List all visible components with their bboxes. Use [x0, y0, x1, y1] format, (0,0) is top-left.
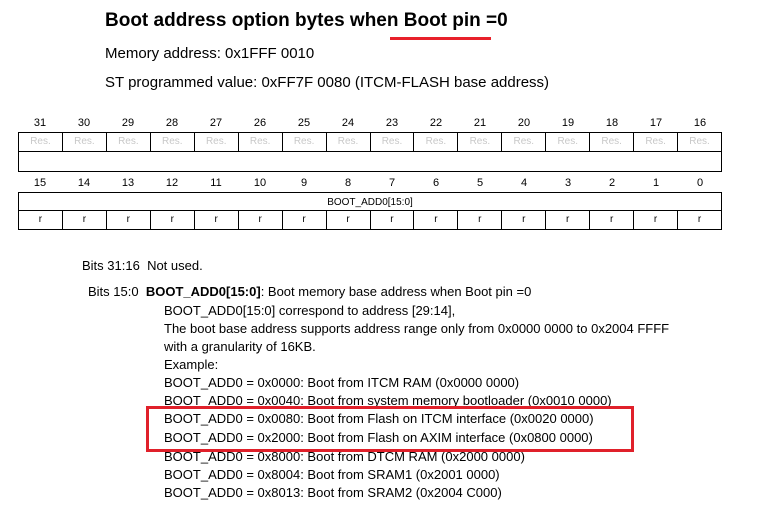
access-cell: r — [634, 211, 679, 229]
access-row: r r r r r r r r r r r r r r r r — [18, 211, 722, 230]
bit-number: 29 — [121, 117, 135, 129]
reserved-cell: Res. — [590, 133, 635, 151]
bit-number: 5 — [476, 177, 484, 189]
reserved-cell: Res. — [689, 136, 710, 147]
section-title: Boot address option bytes when Boot pin … — [105, 10, 508, 31]
memory-address: Memory address: 0x1FFF 0010 — [105, 45, 315, 62]
bit-number: 3 — [564, 177, 572, 189]
example-line: BOOT_ADD0 = 0x8004: Boot from SRAM1 (0x2… — [164, 467, 500, 482]
bits-label: Bits 15:0 — [88, 284, 139, 299]
bit-number: 20 — [517, 117, 531, 129]
bit-number: 12 — [165, 177, 179, 189]
bit-number: 9 — [300, 177, 308, 189]
register-table-lower: 15 14 13 12 11 10 9 8 7 6 5 4 3 2 1 0 BO… — [18, 174, 722, 230]
reserved-cell: Res. — [19, 133, 63, 151]
bit-number: 6 — [432, 177, 440, 189]
bits-15-0-description: Bits 15:0 BOOT_ADD0[15:0]: Boot memory b… — [88, 284, 531, 299]
bit-number: 7 — [388, 177, 396, 189]
example-line: BOOT_ADD0 = 0x8013: Boot from SRAM2 (0x2… — [164, 485, 502, 500]
access-cell: r — [414, 211, 459, 229]
bit-number: 13 — [121, 177, 135, 189]
field-name-bold: BOOT_ADD0[15:0] — [145, 284, 261, 299]
bit-number: 24 — [341, 117, 355, 129]
desc-line: Example: — [164, 357, 219, 372]
bit-number: 17 — [649, 117, 663, 129]
bit-number: 25 — [297, 117, 311, 129]
reserved-cell: Res. — [458, 133, 503, 151]
access-cell: r — [458, 211, 503, 229]
red-underline-annotation — [390, 37, 491, 40]
example-line: BOOT_ADD0 = 0x0000: Boot from ITCM RAM (… — [164, 375, 520, 390]
reserved-cell: Res. — [327, 133, 371, 151]
access-cell: r — [283, 211, 327, 229]
bits-text: Not used. — [147, 258, 203, 273]
reserved-cell: Res. — [502, 133, 547, 151]
example-line-highlighted: BOOT_ADD0 = 0x0080: Boot from Flash on I… — [164, 411, 594, 426]
access-cell: r — [590, 211, 635, 229]
example-line-highlighted: BOOT_ADD0 = 0x2000: Boot from Flash on A… — [164, 430, 593, 445]
access-cell: r — [502, 211, 547, 229]
reserved-cell: Res. — [239, 133, 283, 151]
upper-access-row — [18, 152, 722, 172]
bit-number: 23 — [385, 117, 399, 129]
bit-number: 30 — [77, 117, 91, 129]
field-row: BOOT_ADD0[15:0] — [18, 192, 722, 211]
bit-number: 22 — [429, 117, 443, 129]
access-cell: r — [697, 214, 702, 225]
reserved-cell: Res. — [546, 133, 591, 151]
access-cell: r — [327, 211, 371, 229]
access-cell: r — [63, 211, 107, 229]
reserved-row: Res. Res. Res. Res. Res. Res. Res. Res. … — [18, 132, 722, 152]
bit-number: 14 — [77, 177, 91, 189]
bit-number: 21 — [473, 117, 487, 129]
bit-number: 28 — [165, 117, 179, 129]
example-line: BOOT_ADD0 = 0x8000: Boot from DTCM RAM (… — [164, 449, 525, 464]
reserved-cell: Res. — [195, 133, 239, 151]
reserved-cell: Res. — [151, 133, 195, 151]
bit-number: 15 — [33, 177, 47, 189]
reserved-cell: Res. — [371, 133, 415, 151]
access-cell: r — [151, 211, 195, 229]
bits-31-16-description: Bits 31:16 Not used. — [82, 258, 203, 273]
reserved-cell: Res. — [414, 133, 459, 151]
bit-number: 19 — [561, 117, 575, 129]
reserved-cell: Res. — [283, 133, 327, 151]
bits-text: : Boot memory base address when Boot pin… — [260, 284, 532, 299]
bit-number: 2 — [608, 177, 616, 189]
reserved-cell: Res. — [107, 133, 151, 151]
bit-number: 18 — [605, 117, 619, 129]
access-cell: r — [546, 211, 591, 229]
desc-line: BOOT_ADD0[15:0] correspond to address [2… — [164, 303, 456, 318]
example-line: BOOT_ADD0 = 0x0040: Boot from system mem… — [164, 393, 612, 408]
register-table-upper: 31 30 29 28 27 26 25 24 23 22 21 20 19 1… — [18, 114, 722, 172]
bit-number: 27 — [209, 117, 223, 129]
bits-label: Bits 31:16 — [82, 258, 140, 273]
upper-bit-numbers: 31 30 29 28 27 26 25 24 23 22 21 20 19 1… — [18, 114, 722, 132]
bit-number: 31 — [33, 117, 47, 129]
access-cell: r — [107, 211, 151, 229]
red-highlight-box-annotation — [146, 406, 634, 452]
bit-number: 11 — [210, 177, 222, 189]
access-cell: r — [19, 211, 63, 229]
desc-line: The boot base address supports address r… — [164, 321, 670, 336]
access-cell: r — [371, 211, 415, 229]
bit-number: 10 — [253, 177, 267, 189]
desc-line: with a granularity of 16KB. — [164, 339, 316, 354]
bit-number: 16 — [693, 117, 707, 129]
bit-number: 8 — [344, 177, 352, 189]
lower-bit-numbers: 15 14 13 12 11 10 9 8 7 6 5 4 3 2 1 0 — [18, 174, 722, 192]
bit-number: 4 — [520, 177, 528, 189]
access-cell: r — [239, 211, 283, 229]
field-name: BOOT_ADD0[15:0] — [327, 197, 413, 208]
bit-number: 1 — [652, 177, 660, 189]
access-cell: r — [195, 211, 239, 229]
bit-number: 0 — [696, 177, 704, 189]
reserved-cell: Res. — [63, 133, 107, 151]
reserved-cell: Res. — [634, 133, 679, 151]
st-programmed-value: ST programmed value: 0xFF7F 0080 (ITCM-F… — [105, 74, 550, 91]
bit-number: 26 — [253, 117, 267, 129]
